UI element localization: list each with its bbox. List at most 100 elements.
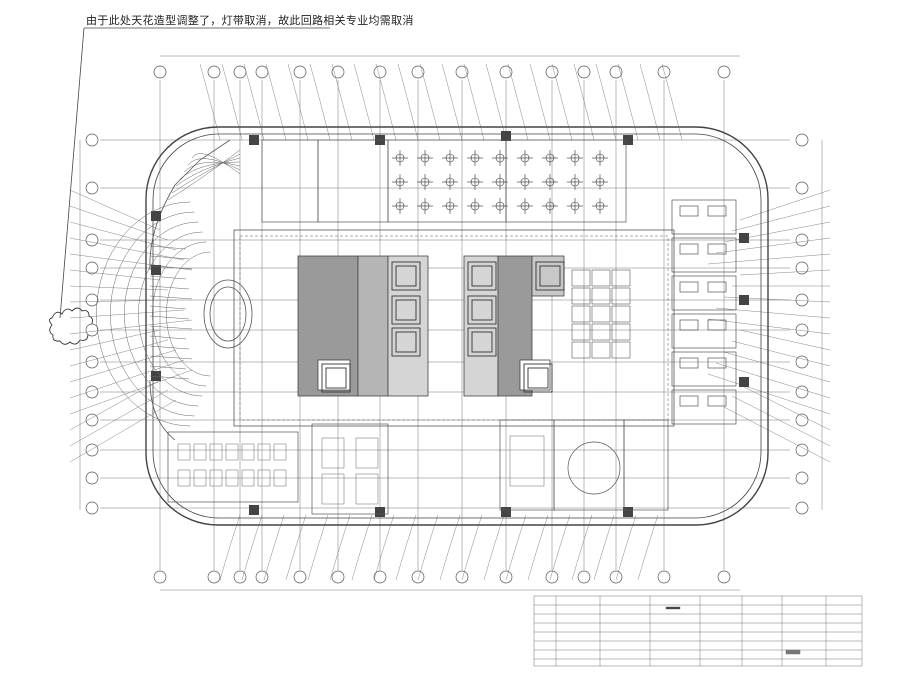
callout-leader bbox=[263, 514, 285, 581]
stall bbox=[611, 287, 631, 305]
callout-leader bbox=[549, 514, 571, 581]
ceiling-lights bbox=[392, 150, 608, 214]
callout-leader bbox=[397, 63, 419, 141]
grid-bubble bbox=[85, 471, 99, 485]
callout-leader bbox=[571, 514, 593, 581]
table bbox=[321, 473, 345, 505]
office-desk bbox=[679, 395, 699, 407]
callout-leader bbox=[617, 63, 639, 141]
bottom-rooms bbox=[167, 419, 669, 515]
grid-bubble bbox=[795, 443, 809, 457]
table bbox=[355, 473, 379, 505]
office-desk bbox=[707, 281, 727, 293]
elevator-inner bbox=[471, 331, 493, 353]
office-desk bbox=[679, 243, 699, 255]
office-cubicle bbox=[671, 199, 737, 235]
office-desk bbox=[679, 281, 699, 293]
grid-bubble bbox=[411, 65, 425, 79]
grid-bubble bbox=[545, 65, 559, 79]
seat-divider bbox=[149, 315, 190, 320]
grid-bubble bbox=[85, 413, 99, 427]
seat-divider bbox=[149, 325, 193, 330]
callout-leader bbox=[265, 63, 287, 141]
column bbox=[151, 265, 161, 275]
callout-leader bbox=[441, 63, 463, 141]
seat-divider bbox=[149, 245, 187, 250]
callout-leader bbox=[69, 319, 193, 335]
office-cubicle bbox=[671, 237, 737, 273]
office-desk bbox=[707, 357, 727, 369]
stall bbox=[611, 341, 631, 359]
callout-leader bbox=[373, 514, 395, 581]
callout-leaders bbox=[69, 63, 831, 581]
stall bbox=[571, 323, 591, 341]
elevator-car bbox=[467, 327, 497, 357]
stall bbox=[611, 323, 631, 341]
elevator-car bbox=[391, 261, 421, 291]
callout-leader bbox=[69, 189, 161, 231]
callout-leader bbox=[715, 362, 831, 399]
grid-bubble bbox=[331, 65, 345, 79]
grid-bubble bbox=[85, 501, 99, 515]
office-desk bbox=[707, 319, 727, 331]
callout-leader bbox=[573, 63, 595, 141]
callout-leader bbox=[69, 399, 177, 463]
meeting-tables bbox=[177, 435, 545, 505]
grid-bubble bbox=[499, 570, 513, 584]
table bbox=[225, 469, 239, 487]
stall bbox=[571, 287, 591, 305]
callout-leader bbox=[707, 373, 831, 415]
table bbox=[193, 469, 207, 487]
seat-row bbox=[96, 201, 191, 427]
callout-leader bbox=[739, 384, 831, 431]
grid-bubble bbox=[717, 65, 731, 79]
elevator-car bbox=[391, 327, 421, 357]
grid-bubble bbox=[455, 65, 469, 79]
stall bbox=[591, 323, 611, 341]
table bbox=[509, 435, 545, 487]
building-outline bbox=[145, 126, 769, 526]
office-desk bbox=[679, 319, 699, 331]
seat-divider bbox=[149, 375, 190, 380]
grid-bubble bbox=[293, 570, 307, 584]
elevator-inner bbox=[527, 367, 549, 389]
table bbox=[355, 437, 379, 469]
callout-leader bbox=[723, 406, 831, 463]
seat-row bbox=[138, 231, 203, 397]
callout-leader bbox=[69, 285, 169, 291]
grid-bubble bbox=[795, 181, 809, 195]
callout-leader bbox=[69, 329, 161, 351]
callout-leader bbox=[331, 63, 353, 141]
callout-leader bbox=[309, 63, 331, 141]
seat-divider bbox=[149, 305, 187, 310]
grid-bubble bbox=[293, 65, 307, 79]
seat-divider bbox=[149, 275, 187, 280]
callout-leader bbox=[739, 329, 831, 351]
elevator-inner bbox=[539, 265, 561, 287]
elevator-car bbox=[467, 295, 497, 325]
revision-note: 由于此处天花造型调整了，灯带取消，故此回路相关专业均需取消 bbox=[86, 14, 414, 27]
callout-leader bbox=[461, 514, 483, 581]
table bbox=[209, 443, 223, 461]
callout-leader bbox=[595, 63, 617, 141]
grid-bubble bbox=[795, 385, 809, 399]
table bbox=[209, 469, 223, 487]
grid-bubble bbox=[255, 65, 269, 79]
office-cubicle bbox=[671, 275, 737, 311]
table bbox=[177, 443, 191, 461]
office-cubicle bbox=[671, 351, 737, 387]
callout-leader bbox=[731, 205, 831, 232]
callout-leader bbox=[243, 63, 265, 141]
office-cubicle bbox=[671, 313, 737, 349]
callout-leader bbox=[219, 514, 241, 581]
callout-leader bbox=[551, 63, 573, 141]
title-block-frame bbox=[533, 595, 863, 667]
grid-bubble bbox=[85, 443, 99, 457]
elevator-inner bbox=[471, 265, 493, 287]
callout-leader bbox=[739, 269, 831, 276]
seat-divider bbox=[149, 265, 193, 270]
office-desk bbox=[679, 205, 699, 217]
callout-leader bbox=[483, 514, 505, 581]
seat-row bbox=[110, 211, 195, 417]
